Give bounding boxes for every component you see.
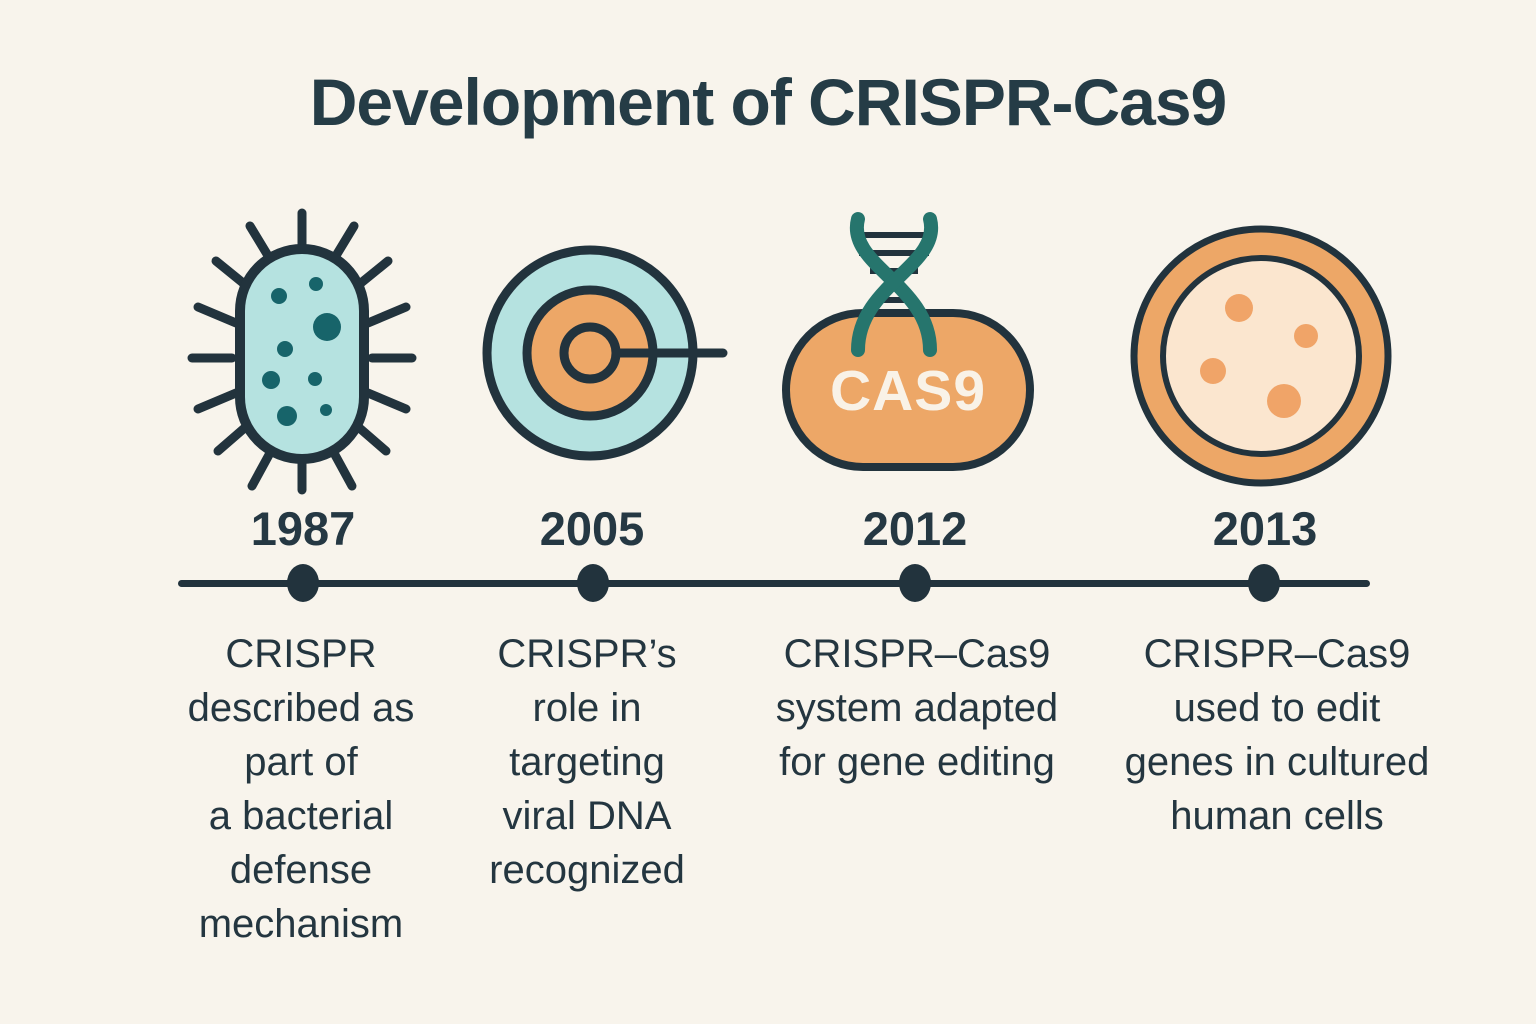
- cultured-cells: [1200, 294, 1318, 418]
- milestone-description-2012: CRISPR–Cas9 system adapted for gene edit…: [775, 632, 1059, 784]
- cas9-label: CAS9: [830, 359, 986, 423]
- petri-dish-medium: [1160, 255, 1362, 457]
- milestone-description-1987: CRISPR described as part of a bacterial …: [187, 632, 415, 946]
- bacterium-icon: [187, 208, 417, 495]
- timeline-dot-2005: [577, 564, 609, 602]
- timeline-line: [178, 580, 1370, 587]
- cas9-protein-icon: CAS9: [782, 212, 1034, 471]
- petri-dish-icon: [1130, 225, 1392, 487]
- cas9-protein-body: [782, 309, 1034, 471]
- year-label-2005: 2005: [539, 502, 645, 555]
- year-label-1987: 1987: [250, 502, 356, 555]
- timeline-dot-1987: [287, 564, 319, 602]
- page-title: Development of CRISPR-Cas9: [309, 65, 1228, 139]
- bacterium-pili: [187, 208, 417, 495]
- year-label-2013: 2013: [1212, 502, 1318, 555]
- viral-dna-target-icon: [482, 245, 728, 461]
- bacterium-granules: [262, 277, 341, 426]
- year-label-2012: 2012: [862, 502, 968, 555]
- bacterium-body: [235, 244, 369, 464]
- target-bullseye: [559, 322, 621, 384]
- timeline-dot-2013: [1248, 564, 1280, 602]
- milestone-description-2013: CRISPR–Cas9 used to edit genes in cultur…: [1124, 632, 1430, 838]
- milestone-description-2005: CRISPR’s role in targeting viral DNA rec…: [489, 632, 685, 892]
- timeline-dot-2012: [899, 564, 931, 602]
- dna-helix-strands: [849, 212, 939, 357]
